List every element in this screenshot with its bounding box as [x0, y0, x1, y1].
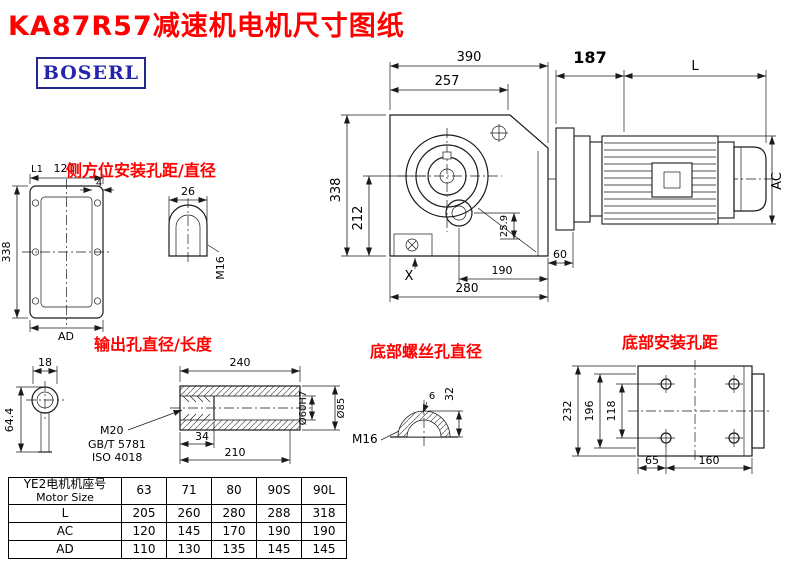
screw-hole-view: 6 32 M16 [352, 387, 463, 447]
dim-280: 280 [456, 281, 479, 295]
table-cell: 145 [301, 540, 347, 560]
table-header-col: 90L [301, 476, 347, 506]
table-cell: 145 [166, 522, 212, 542]
table-cell: 288 [256, 504, 302, 524]
output-end-view: 18 64.4 [3, 356, 64, 453]
note-M20: M20 [100, 424, 124, 437]
table-cell: 130 [166, 540, 212, 560]
dim-18: 18 [38, 356, 52, 369]
table-header-col: 71 [166, 476, 212, 506]
fan-cover [733, 146, 767, 212]
slot-detail-view: 26 M16 [168, 185, 227, 280]
dim-190: 190 [492, 264, 513, 277]
main-view: 390 257 187 L AC 338 [329, 48, 785, 302]
table-cell: 280 [211, 504, 257, 524]
dim-390: 390 [457, 50, 482, 65]
table-row-L: L 205 260 280 288 318 [8, 504, 347, 524]
side-mount-view: L1 120 4 338 AD [0, 162, 114, 343]
table-cell: 190 [301, 522, 347, 542]
row-label: L [8, 504, 122, 524]
table-header-row: YE2电机机座号 Motor Size 63 71 80 90S 90L [8, 476, 347, 506]
dim-AC: AC [770, 172, 785, 190]
row-label: AC [8, 522, 122, 542]
dim-60: 60 [553, 248, 567, 261]
dim-L: L [691, 59, 699, 74]
table-cell: 205 [121, 504, 167, 524]
dim-120: 120 [54, 162, 75, 175]
bottom-mount-view: 232 196 118 65 160 [561, 360, 772, 474]
table-cell: 110 [121, 540, 167, 560]
table-cell: 135 [211, 540, 257, 560]
dim-M16-screw: M16 [352, 432, 378, 446]
dim-AD: AD [58, 330, 74, 343]
label-side-mount: 侧方位安装孔距/直径 [66, 161, 216, 180]
dim-338-main: 338 [329, 178, 344, 203]
table-cell: 145 [256, 540, 302, 560]
dim-257: 257 [435, 74, 460, 89]
table-cell: 120 [121, 522, 167, 542]
dim-4: 4 [96, 178, 102, 189]
size-header-cn: YE2电机机座号 [23, 477, 107, 491]
dim-210: 210 [225, 446, 246, 459]
note-ISO: ISO 4018 [92, 451, 142, 464]
dim-26: 26 [181, 185, 195, 198]
table-header-col: 80 [211, 476, 257, 506]
terminal-box [651, 162, 693, 198]
hole-centermarks [657, 375, 743, 447]
dim-64-4: 64.4 [3, 408, 16, 433]
table-row-AC: AC 120 145 170 190 190 [8, 522, 347, 542]
dim-L1: L1 [31, 164, 43, 175]
dim-60H7: Ø60H7 [297, 391, 309, 425]
dim-118: 118 [605, 401, 618, 422]
dim-34: 34 [195, 430, 209, 443]
size-header-en: Motor Size [36, 490, 94, 504]
label-bottom-mount: 底部安装孔距 [622, 333, 719, 352]
dim-240: 240 [230, 356, 251, 369]
gearbox-front-view [389, 114, 549, 257]
label-bottom-screw: 底部螺丝孔直径 [370, 342, 483, 361]
logo-boserl: BOSERL [36, 57, 146, 89]
dim-160: 160 [699, 454, 720, 467]
row-label: AD [8, 540, 122, 560]
output-section-view: 240 34 210 M20 GB/T 5781 ISO 4018 Ø60H7 … [88, 356, 347, 464]
label-output-hole: 输出孔直径/长度 [94, 335, 212, 354]
table-cell: 260 [166, 504, 212, 524]
table-cell: 318 [301, 504, 347, 524]
table-header-col: 63 [121, 476, 167, 506]
note-GB: GB/T 5781 [88, 438, 146, 451]
dim-32: 32 [443, 387, 456, 401]
main-dimensions: 390 257 187 L AC 338 [329, 48, 785, 302]
dim-M16-slot: M16 [214, 256, 227, 280]
dim-196: 196 [583, 401, 596, 422]
table-row-AD: AD 110 130 135 145 145 [8, 540, 347, 560]
dim-85: Ø85 [335, 398, 347, 419]
thread-ticks [182, 395, 211, 421]
table-cell: 170 [211, 522, 257, 542]
motor-size-table: YE2电机机座号 Motor Size 63 71 80 90S 90L L 2… [8, 476, 347, 560]
dim-232: 232 [561, 401, 574, 422]
dim-338-side: 338 [0, 242, 13, 263]
dim-65: 65 [645, 454, 659, 467]
dim-187: 187 [573, 48, 606, 67]
table-header-col: 90S [256, 476, 302, 506]
dim-X: X [405, 269, 414, 284]
dim-6: 6 [429, 391, 435, 402]
page-title: KA87R57减速机电机尺寸图纸 [8, 11, 405, 42]
dim-25-9: 25.9 [499, 215, 510, 237]
table-header-size: YE2电机机座号 Motor Size [8, 476, 122, 506]
motor-side-view [548, 127, 772, 231]
table-cell: 190 [256, 522, 302, 542]
dim-212: 212 [351, 206, 366, 231]
